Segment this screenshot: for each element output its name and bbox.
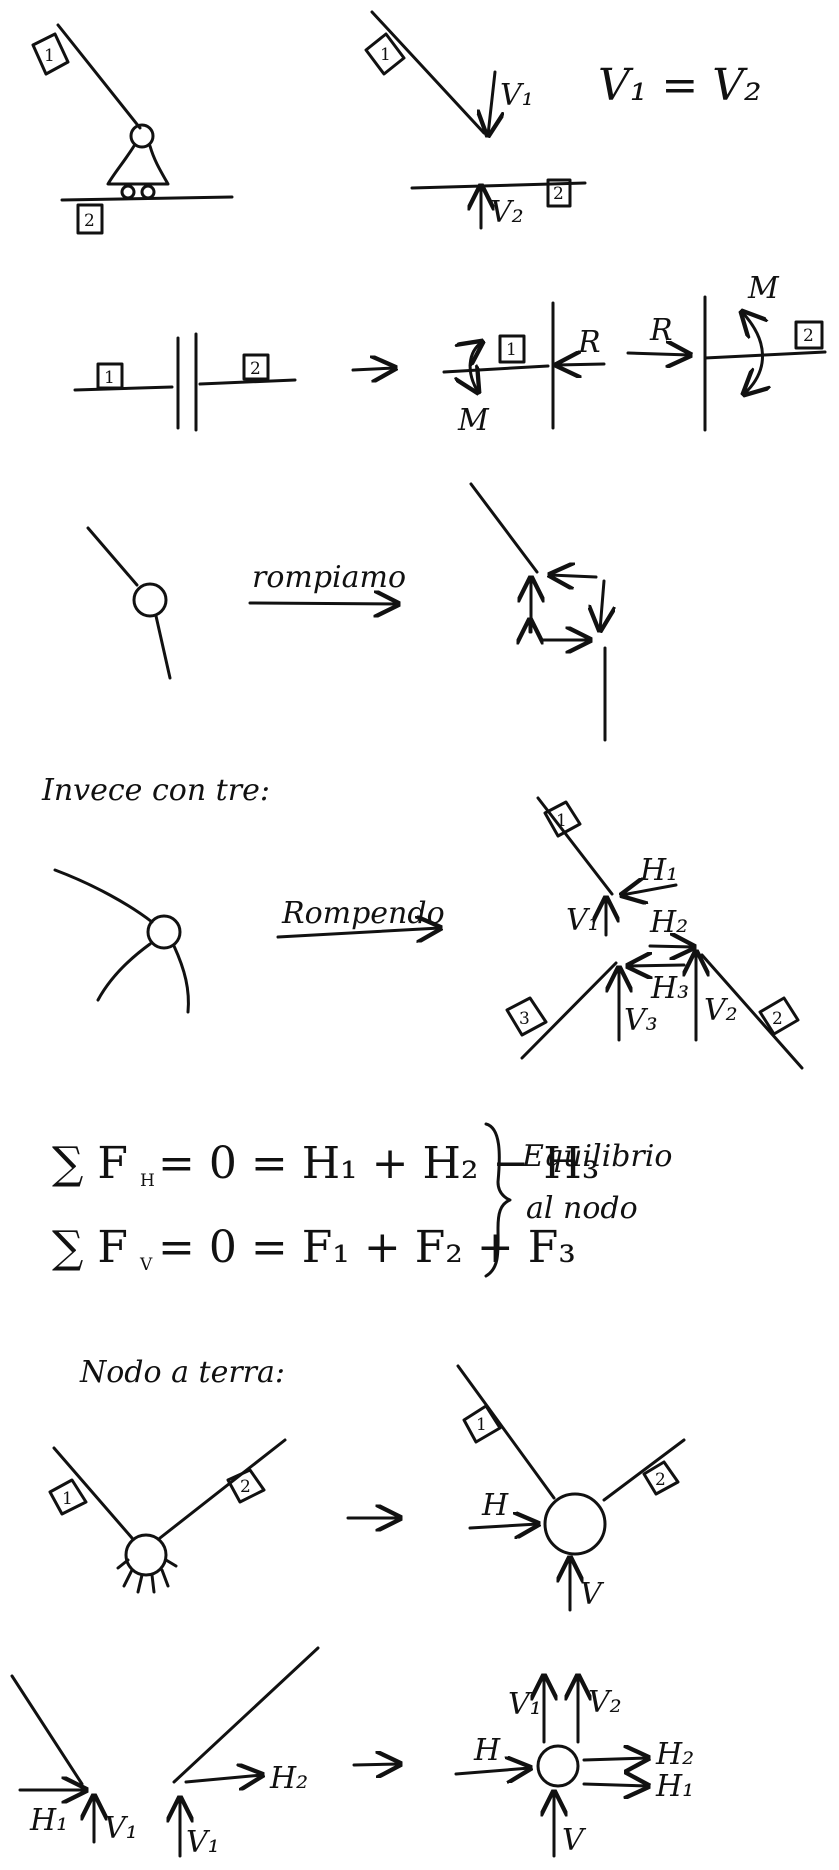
member-tag-1: 1	[462, 1404, 502, 1444]
svg-text:1: 1	[44, 46, 55, 66]
brace	[484, 1122, 512, 1278]
heading-nodo-a-terra: Nodo a terra:	[79, 1355, 285, 1390]
member-tag-1: 1	[498, 334, 526, 364]
label-h1: H₁	[639, 853, 678, 888]
word-rompendo: Rompendo	[281, 896, 445, 931]
label-h: H	[473, 1733, 501, 1768]
word-rompiamo: rompiamo	[252, 560, 406, 595]
section-clamp: 1 2	[73, 332, 395, 432]
member-tag-2: 2	[76, 203, 104, 235]
label-r: R	[649, 313, 673, 348]
member-tag-1: 1	[543, 800, 582, 838]
svg-text:2: 2	[772, 1009, 783, 1029]
label-r: R	[577, 325, 601, 360]
label-v1: V₁	[500, 78, 534, 113]
member-tag-1: 1	[96, 362, 124, 390]
svg-text:2: 2	[250, 359, 261, 379]
section-clamp-broken-right: R 2 M	[626, 271, 827, 432]
svg-text:1: 1	[506, 340, 517, 360]
svg-text:1: 1	[62, 1489, 73, 1509]
svg-text:2: 2	[655, 1470, 666, 1490]
word-al-nodo: al nodo	[526, 1191, 638, 1226]
label-v3: V₃	[624, 1003, 658, 1038]
label-m: M	[747, 271, 780, 306]
svg-text:3: 3	[519, 1009, 530, 1029]
label-v1: V₁	[566, 903, 600, 938]
label-v: V	[562, 1823, 587, 1858]
section-hinge: rompiamo	[86, 526, 406, 680]
member-tag-2: 2	[242, 353, 270, 381]
svg-text:1: 1	[380, 45, 391, 65]
member-tag-1: 1	[31, 32, 70, 76]
eq-sub-v: V	[139, 1255, 153, 1275]
label-v1: V₁	[104, 1811, 138, 1846]
label-h2: H₂	[269, 1761, 308, 1796]
member-tag-1: 1	[48, 1478, 88, 1516]
label-h: H	[481, 1488, 509, 1523]
section-three-members: Invece con tre: Rompendo	[41, 773, 445, 1014]
section-roller-support: 1 2	[31, 23, 234, 235]
section-hinge-broken	[469, 482, 605, 742]
member-tag-2: 2	[758, 996, 800, 1036]
section-ground-node: Nodo a terra: 1 2	[48, 1355, 400, 1594]
section-ground-free-body: H V₁ V₂ H₂ H₁ V	[454, 1676, 694, 1858]
member-tag-2: 2	[642, 1460, 680, 1496]
svg-text:1: 1	[556, 811, 567, 831]
eq-sum-fh: ∑ F	[52, 1138, 128, 1189]
label-v1: V₁	[508, 1687, 542, 1722]
svg-text:2: 2	[803, 326, 814, 346]
section-three-members-broken: 1 H₁ V₁ H₂ 2 V₂ H₃ 3 V₃	[505, 796, 804, 1070]
label-h1: H₁	[655, 1769, 694, 1804]
eq-rhs-v: = 0 = F₁ + F₂ + F₃	[158, 1222, 576, 1273]
arrow-to	[352, 1764, 400, 1765]
label-v2: V₂	[588, 1685, 622, 1720]
ground-hatch	[116, 1558, 178, 1594]
svg-text:1: 1	[476, 1415, 487, 1435]
arrow-to	[351, 368, 395, 370]
eq-rhs-h: = 0 = H₁ + H₂ − H₃	[158, 1138, 599, 1189]
eq-sub-h: H	[140, 1171, 155, 1191]
section-ground-node-broken: 1 2 H V	[456, 1364, 686, 1612]
svg-text:2: 2	[240, 1477, 251, 1497]
eq-sum-fv: ∑ F	[52, 1222, 128, 1273]
label-v: V	[580, 1577, 605, 1612]
section-ground-split: H₁ V₁ H₂ V₁	[10, 1646, 400, 1860]
svg-text:2: 2	[553, 184, 564, 204]
label-h1: H₁	[29, 1803, 68, 1838]
member-tag-3: 3	[505, 996, 548, 1037]
svg-text:1: 1	[104, 368, 115, 388]
label-v2: V₂	[704, 993, 738, 1028]
svg-text:2: 2	[84, 211, 95, 231]
label-m: M	[457, 403, 490, 438]
label-h2: H₂	[655, 1737, 694, 1772]
section-roller-broken: 1 V₁ V₁ = V₂ 2 V₂	[364, 10, 762, 230]
label-v2: V₂	[490, 195, 524, 230]
label-h2: H₂	[649, 905, 688, 940]
section-equilibrium-equations: ∑ F H = 0 = H₁ + H₂ − H₃ ∑ F V = 0 = F₁ …	[52, 1122, 672, 1278]
member-tag-2: 2	[546, 178, 572, 208]
section-clamp-broken-left: 1 M R	[442, 301, 606, 438]
heading-invece-con-tre: Invece con tre:	[41, 773, 270, 808]
word-equilibrio: Equilibrio	[521, 1139, 672, 1174]
member-tag-2: 2	[226, 1468, 266, 1504]
label-v1: V₁	[186, 1825, 220, 1860]
relation-v1-equals-v2: V₁ = V₂	[598, 60, 762, 111]
member-tag-2: 2	[794, 320, 824, 350]
label-h3: H₃	[650, 971, 689, 1006]
member-tag-1: 1	[364, 32, 406, 76]
